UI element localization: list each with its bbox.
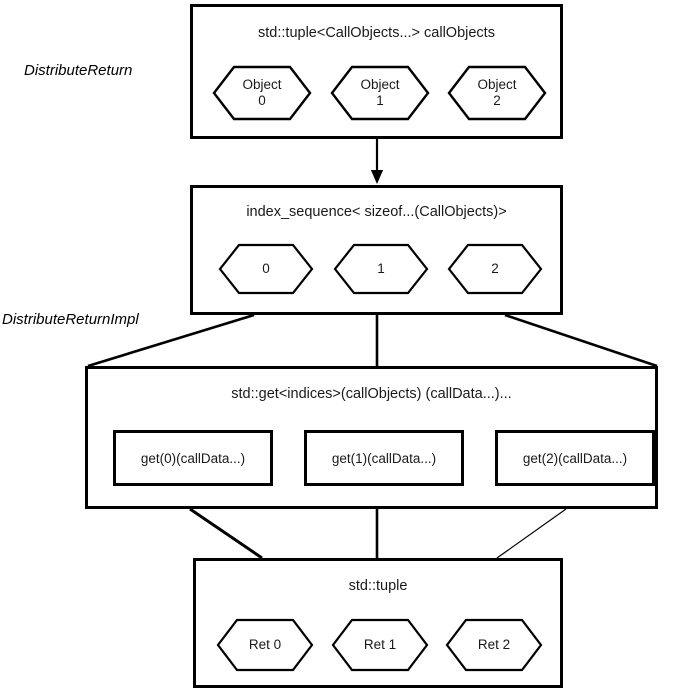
hexagon-shape-icon (447, 65, 547, 121)
call-box-label: get(0)(callData...) (140, 450, 246, 466)
hexagon-index-1[interactable]: 1 (333, 243, 429, 295)
group-call-objects: std::tuple<CallObjects...> callObjects O… (190, 4, 563, 139)
hexagon-label: Object 1 (360, 77, 400, 108)
hexagon-shape-icon (447, 243, 543, 295)
hexagon-object-0[interactable]: Object 0 (212, 65, 312, 121)
hexagon-shape-icon (331, 618, 429, 672)
connector-stdget-right (496, 508, 567, 559)
hexagon-label: Ret 0 (248, 637, 282, 653)
group-index-sequence: index_sequence< sizeof...(CallObjects)> … (190, 185, 563, 315)
hexagon-label: Ret 2 (477, 637, 511, 653)
connector-indexseq-right (504, 313, 658, 368)
hexagon-object-2[interactable]: Object 2 (447, 65, 547, 121)
group-std-get: std::get<indices>(callObjects) (callData… (85, 366, 658, 509)
call-box-get-0[interactable]: get(0)(callData...) (113, 430, 273, 486)
hexagon-ret-1[interactable]: Ret 1 (331, 618, 429, 672)
call-box-get-2[interactable]: get(2)(callData...) (495, 430, 655, 486)
side-label-distribute-return: DistributeReturn (24, 62, 133, 79)
hexagon-label: Object 0 (242, 77, 282, 108)
group-title-std-get: std::get<indices>(callObjects) (callData… (231, 386, 512, 402)
group-result-tuple: std::tuple Ret 0 Ret 1 Ret 2 (193, 558, 563, 688)
side-label-distribute-return-impl: DistributeReturnImpl (2, 311, 139, 328)
connector-stdget-left (189, 507, 263, 560)
hexagon-label: Object 2 (477, 77, 517, 108)
hexagon-ret-2[interactable]: Ret 2 (445, 618, 543, 672)
call-box-label: get(2)(callData...) (522, 450, 628, 466)
hexagon-shape-icon (216, 618, 314, 672)
group-title-call-objects: std::tuple<CallObjects...> callObjects (258, 25, 495, 41)
hexagon-shape-icon (445, 618, 543, 672)
hexagon-label: 1 (377, 261, 385, 277)
hexagon-shape-icon (212, 65, 312, 121)
hexagon-object-1[interactable]: Object 1 (330, 65, 430, 121)
hexagon-label: Ret 1 (363, 637, 397, 653)
hexagon-ret-0[interactable]: Ret 0 (216, 618, 314, 672)
group-title-index-sequence: index_sequence< sizeof...(CallObjects)> (246, 204, 507, 220)
hexagon-index-0[interactable]: 0 (218, 243, 314, 295)
group-title-result-tuple: std::tuple (348, 578, 408, 594)
hexagon-shape-icon (218, 243, 314, 295)
hexagon-label: 2 (491, 261, 499, 277)
connector-indexseq-left (87, 313, 255, 368)
call-box-get-1[interactable]: get(1)(callData...) (304, 430, 464, 486)
hexagon-index-2[interactable]: 2 (447, 243, 543, 295)
hexagon-label: 0 (262, 261, 270, 277)
call-box-label: get(1)(callData...) (331, 450, 437, 466)
hexagon-shape-icon (330, 65, 430, 121)
hexagon-shape-icon (333, 243, 429, 295)
